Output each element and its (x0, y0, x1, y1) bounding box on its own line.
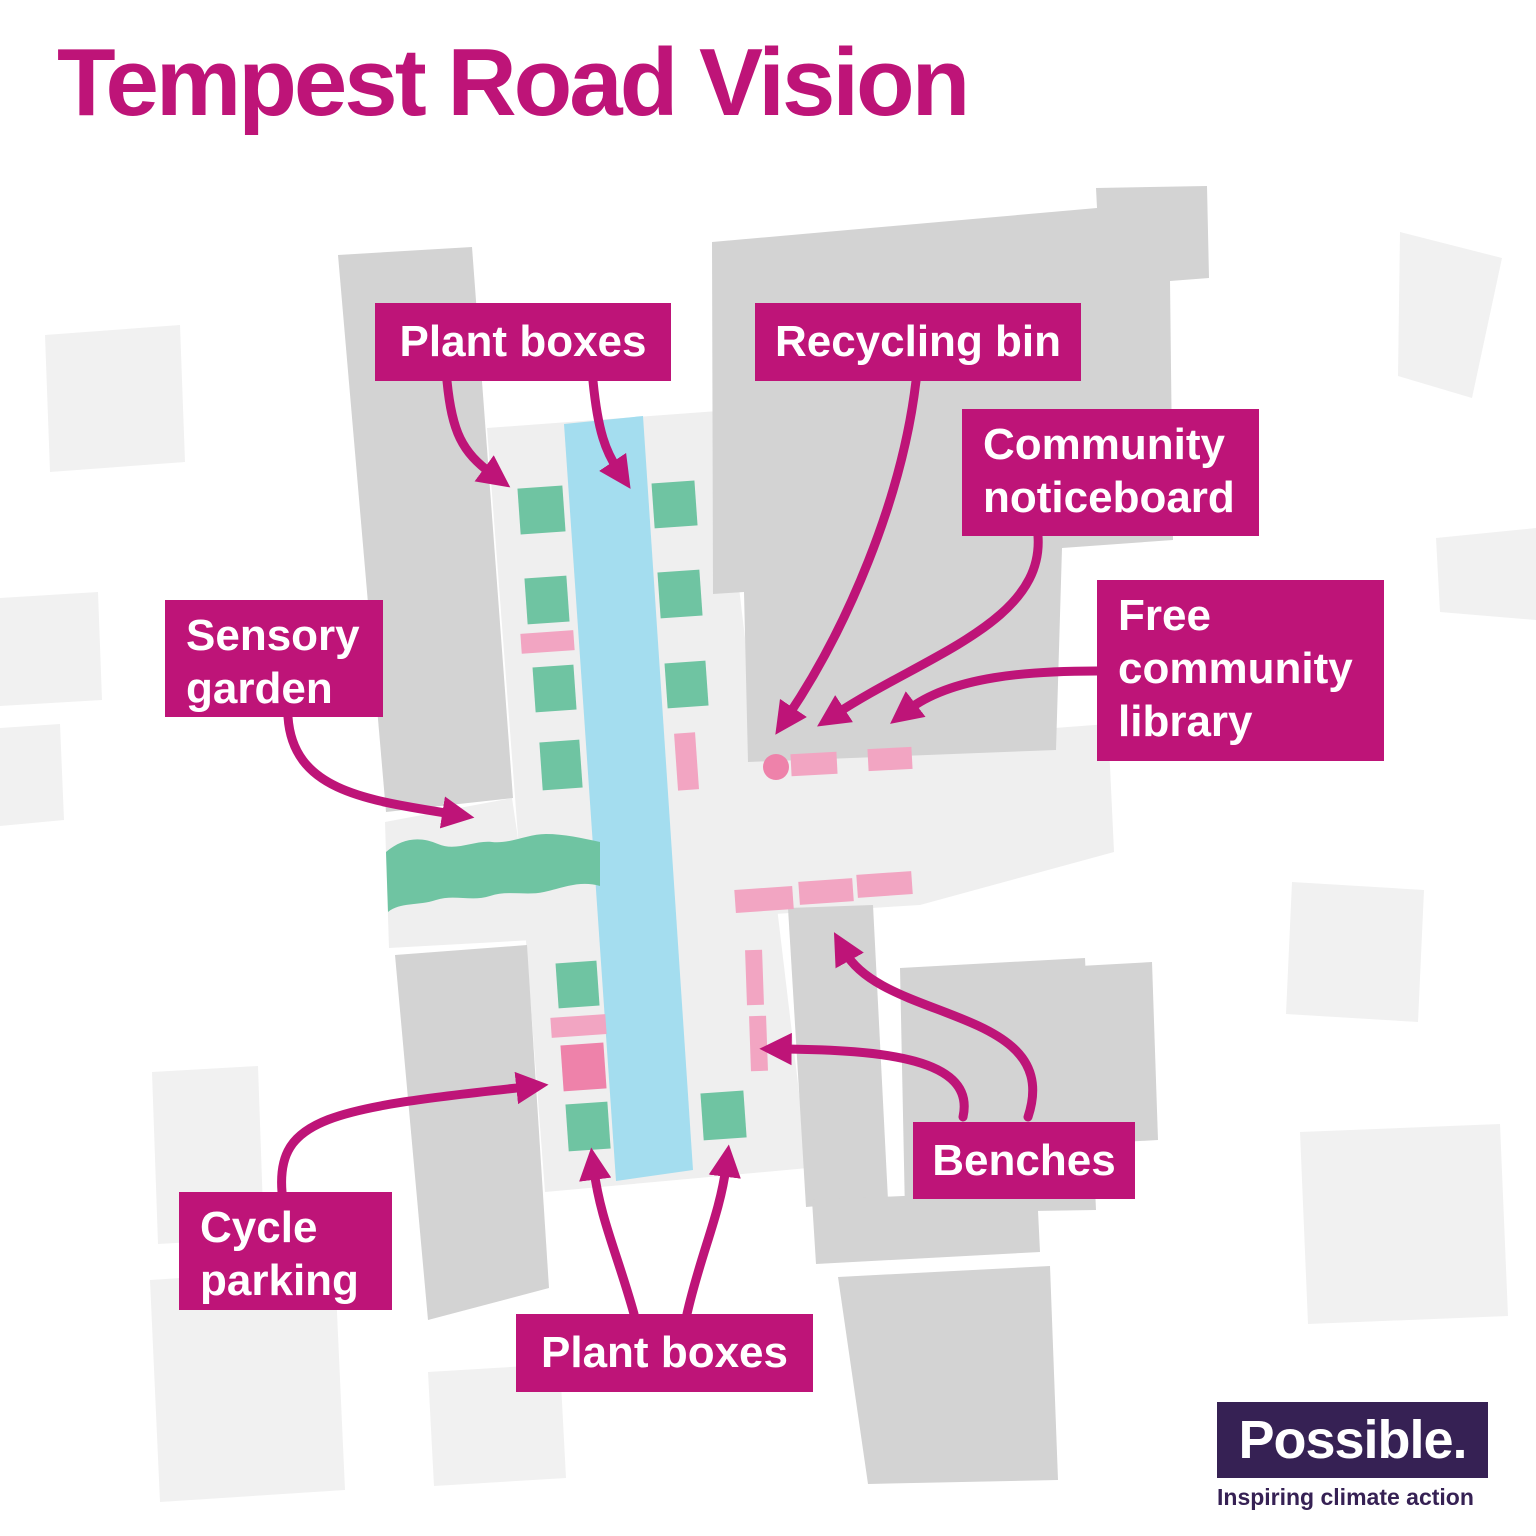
building (838, 1266, 1058, 1484)
background-block (0, 724, 64, 826)
background-block (428, 1364, 566, 1486)
building (395, 945, 549, 1320)
cycle-parking-area (560, 1042, 607, 1092)
bench (749, 1015, 768, 1072)
arrow-community-noticeboard (817, 531, 1043, 727)
label-plant-boxes-bottom: Plant boxes (516, 1314, 813, 1392)
arrow-plant-boxes-bottom-left (579, 1147, 639, 1319)
label-sensory-garden: Sensory garden (165, 600, 383, 717)
building (812, 1190, 1040, 1264)
background-blocks (0, 232, 1536, 1502)
arrow-recycling-bin (775, 376, 921, 735)
plant-boxes (517, 480, 747, 1152)
building (788, 905, 888, 1207)
building (1080, 962, 1158, 1144)
library-marker (867, 746, 913, 772)
plant-box (651, 480, 698, 529)
bench (856, 871, 913, 898)
bench (745, 949, 764, 1006)
label-plant-boxes-top: Plant boxes (375, 303, 671, 381)
label-recycling-bin: Recycling bin (755, 303, 1081, 381)
label-cycle-parking: Cycle parking (179, 1192, 392, 1310)
background-block (0, 592, 102, 706)
bench (798, 878, 854, 905)
arrow-plant-boxes-top-right (588, 376, 631, 489)
background-block (1398, 232, 1502, 398)
bench (520, 630, 575, 654)
background-block (150, 1268, 345, 1502)
plant-box (539, 739, 583, 791)
arrow-benches-side (759, 1032, 969, 1122)
arrow-plant-boxes-bottom-right (682, 1144, 741, 1319)
possible-logo: Possible. (1217, 1402, 1488, 1478)
plant-box (555, 960, 600, 1009)
background-block (1286, 882, 1424, 1022)
background-block (45, 325, 185, 472)
logo-tagline: Inspiring climate action (1217, 1484, 1474, 1510)
community-noticeboard-marker (790, 751, 838, 777)
page-title: Tempest Road Vision (57, 29, 970, 136)
arrow-free-community-library (890, 666, 1102, 724)
label-community-noticeboard: Community noticeboard (962, 409, 1259, 536)
plant-box (700, 1090, 747, 1141)
bench (550, 1014, 607, 1038)
arrow-benches-row (833, 932, 1038, 1122)
arrow-sensory-garden (283, 712, 475, 829)
background-block (1300, 1124, 1508, 1324)
plant-box (532, 664, 577, 713)
cycle-path (564, 416, 693, 1181)
annotation-arrows (277, 376, 1102, 1319)
sensory-garden-band (386, 834, 600, 912)
bench (734, 886, 794, 913)
bench (674, 732, 699, 791)
background-block (1436, 528, 1536, 620)
plant-box (657, 569, 703, 619)
arrow-cycle-parking (277, 1071, 549, 1197)
plant-box (517, 485, 566, 535)
recycling-bin-dot (763, 754, 789, 780)
label-free-community-library: Free community library (1097, 580, 1384, 761)
plant-box (524, 575, 570, 625)
arrow-plant-boxes-top-left (442, 376, 511, 488)
plant-box (664, 660, 709, 709)
plant-box (565, 1101, 611, 1152)
label-benches: Benches (913, 1122, 1135, 1199)
